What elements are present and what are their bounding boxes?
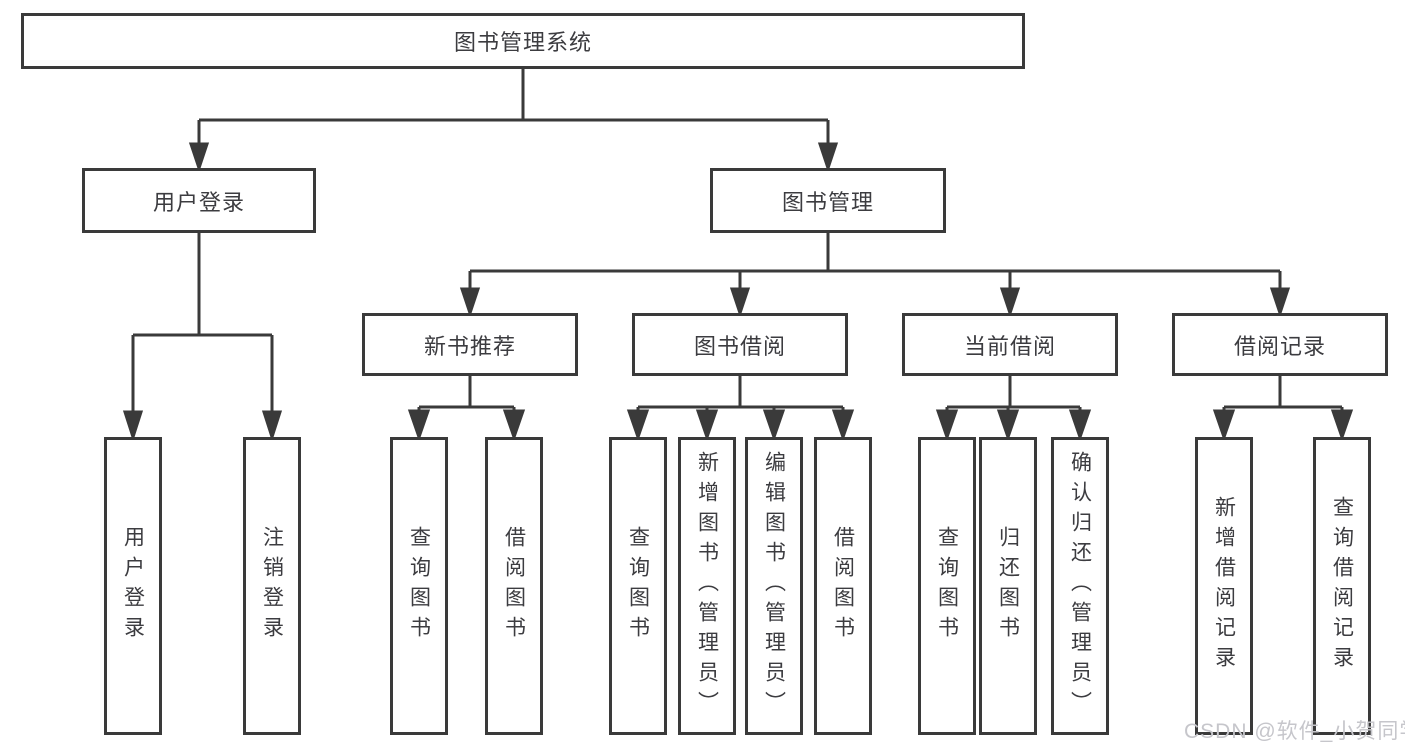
leaf-add-books-admin: 新增图书（管理员） — [678, 437, 736, 735]
csdn-watermark: CSDN @软件_小贺同学 — [1184, 720, 1405, 743]
leaf-confirm-return-admin: 确认归还（管理员） — [1051, 437, 1109, 735]
node-book-management: 图书管理 — [710, 168, 946, 233]
leaf-query-borrow-record: 查询借阅记录 — [1313, 437, 1371, 735]
leaf-add-borrow-record: 新增借阅记录 — [1195, 437, 1253, 735]
leaf-return-books: 归还图书 — [979, 437, 1037, 735]
leaf-borrow-books-1: 借阅图书 — [485, 437, 543, 735]
leaf-query-books-3: 查询图书 — [918, 437, 976, 735]
node-borrowing-records: 借阅记录 — [1172, 313, 1388, 376]
node-book-borrowing: 图书借阅 — [632, 313, 848, 376]
leaf-borrow-books-2: 借阅图书 — [814, 437, 872, 735]
node-new-book-recommend: 新书推荐 — [362, 313, 578, 376]
leaf-logout: 注销登录 — [243, 437, 301, 735]
leaf-query-books-2: 查询图书 — [609, 437, 667, 735]
node-current-borrowing: 当前借阅 — [902, 313, 1118, 376]
node-root-system: 图书管理系统 — [21, 13, 1025, 69]
node-user-login: 用户登录 — [82, 168, 316, 233]
leaf-user-login: 用户登录 — [104, 437, 162, 735]
leaf-edit-books-admin: 编辑图书（管理员） — [745, 437, 803, 735]
leaf-query-books-1: 查询图书 — [390, 437, 448, 735]
